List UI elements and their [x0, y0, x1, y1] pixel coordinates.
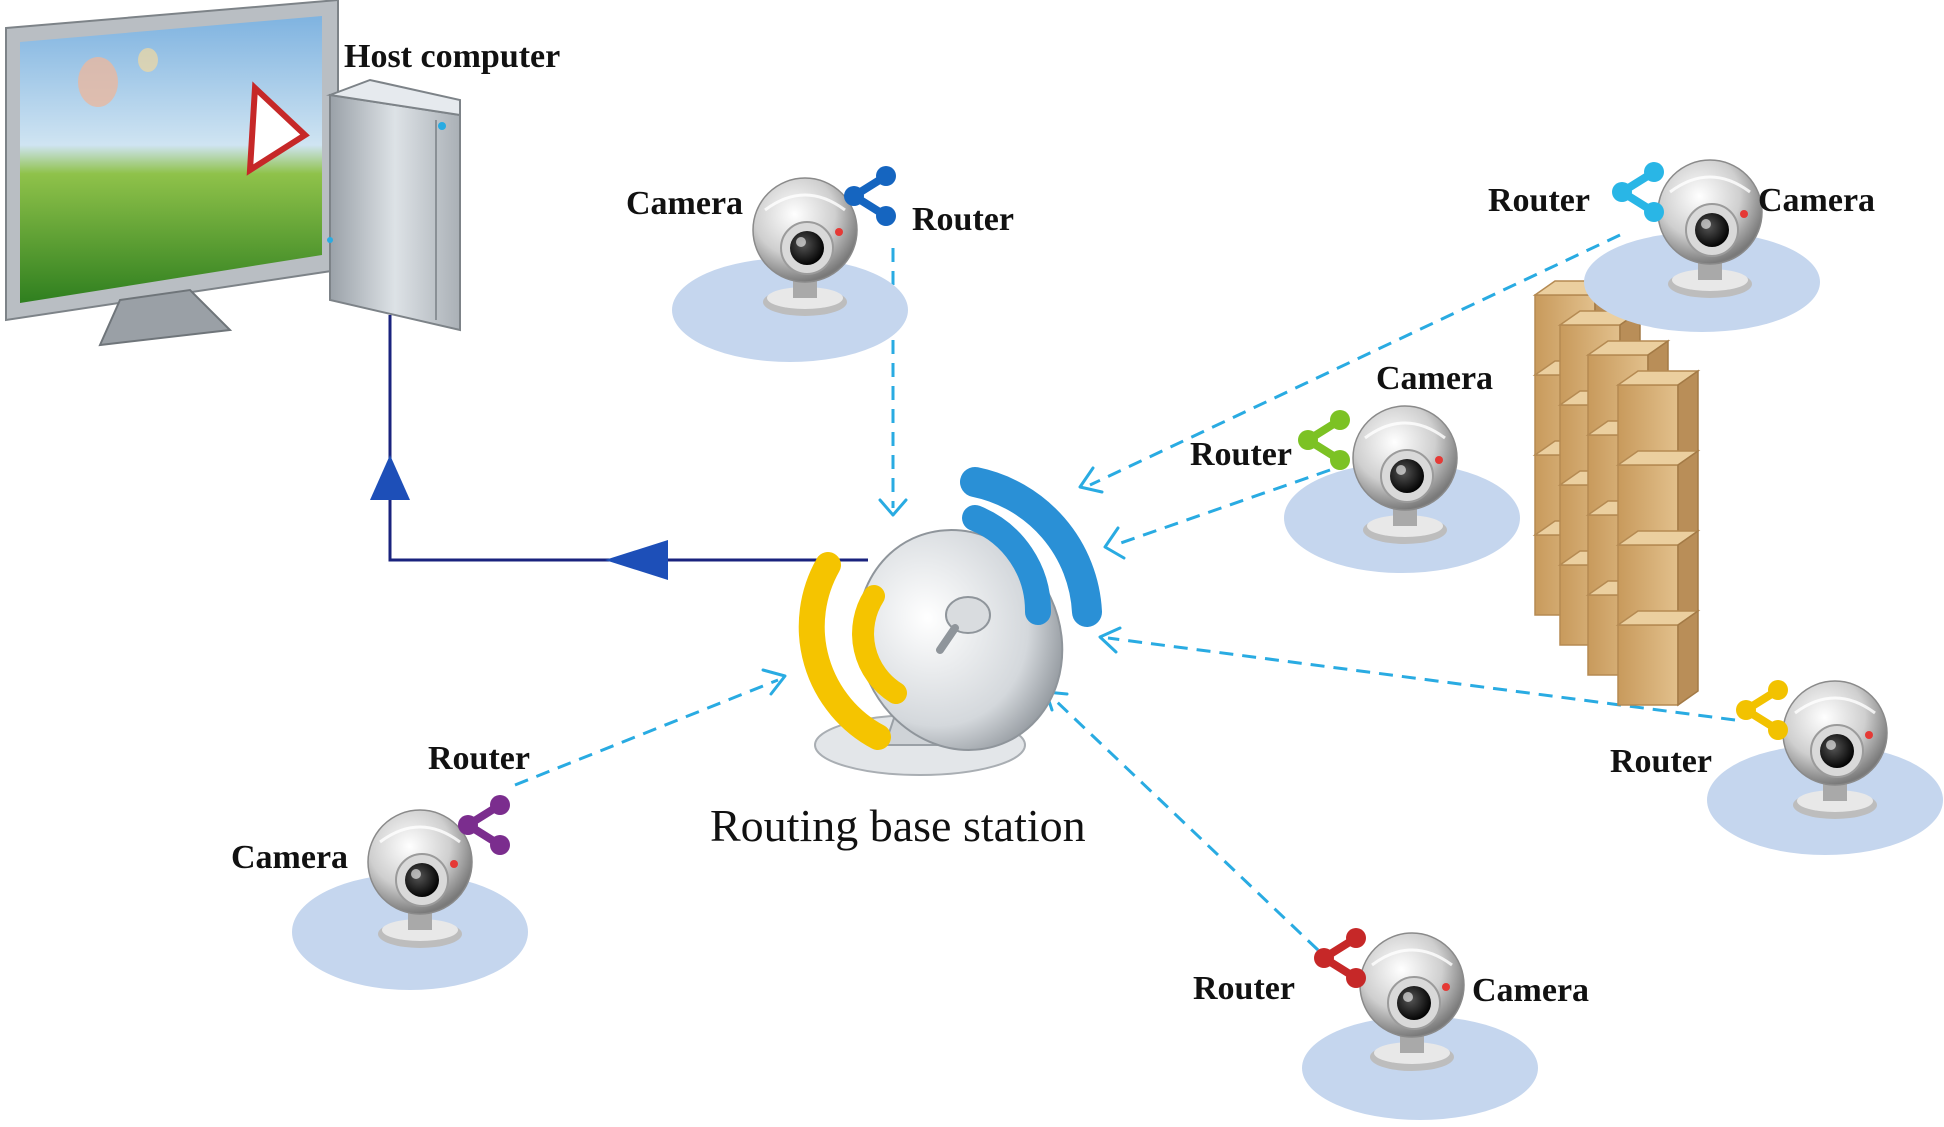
router-label-6: Router — [428, 740, 530, 777]
camera-icon — [1351, 404, 1459, 546]
link-camera-2 — [1089, 233, 1621, 487]
router-label-4: Router — [1610, 743, 1712, 780]
router-share-icon — [1612, 162, 1664, 222]
dish-icon — [814, 529, 1064, 776]
link-camera-4 — [1107, 636, 1736, 722]
camera-icon — [1781, 679, 1889, 821]
camera-node-1 — [672, 166, 908, 362]
monitor-icon — [5, 0, 339, 347]
camera-label-3: Camera — [1376, 360, 1494, 397]
link-camera-6 — [514, 678, 779, 787]
link-camera-3 — [1114, 468, 1331, 547]
arrow-left-icon — [605, 540, 668, 580]
router-label-2: Router — [1488, 182, 1590, 219]
router-share-icon — [1314, 928, 1366, 988]
router-label-1: Router — [912, 201, 1014, 238]
camera-icon — [751, 176, 859, 318]
routing-base-station — [798, 467, 1102, 776]
camera-node-5 — [1302, 928, 1538, 1120]
router-label-5: Router — [1193, 970, 1295, 1007]
host-computer — [5, 0, 461, 347]
camera-label-2: Camera — [1758, 182, 1876, 219]
camera-node-6 — [292, 795, 528, 990]
wireless-links — [514, 233, 1736, 952]
link-camera-5 — [1053, 698, 1320, 952]
router-share-icon — [1736, 680, 1788, 740]
signal-waves-yellow-icon — [798, 552, 907, 750]
camera-node-2 — [1584, 160, 1820, 332]
router-label-3: Router — [1190, 436, 1292, 473]
arrow-up-icon — [370, 455, 410, 500]
base-station-label: Routing base station — [710, 800, 1086, 851]
pc-tower-icon — [326, 78, 461, 332]
camera-label-5: Camera — [1472, 972, 1590, 1009]
camera-label-1: Camera — [626, 185, 744, 222]
camera-node-3 — [1284, 404, 1520, 573]
uplink-to-host — [370, 315, 868, 580]
host-computer-label: Host computer — [344, 38, 561, 75]
camera-label-6: Camera — [231, 839, 349, 876]
camera-node-4 — [1707, 680, 1943, 855]
link-arrowheads — [761, 466, 1126, 712]
router-share-icon — [1298, 410, 1350, 470]
camera-icon — [1358, 931, 1466, 1073]
camera-icon — [366, 808, 474, 950]
camera-icon — [1656, 158, 1764, 300]
obstacle-wall — [1534, 280, 1699, 706]
signal-waves-blue-icon — [960, 467, 1102, 627]
